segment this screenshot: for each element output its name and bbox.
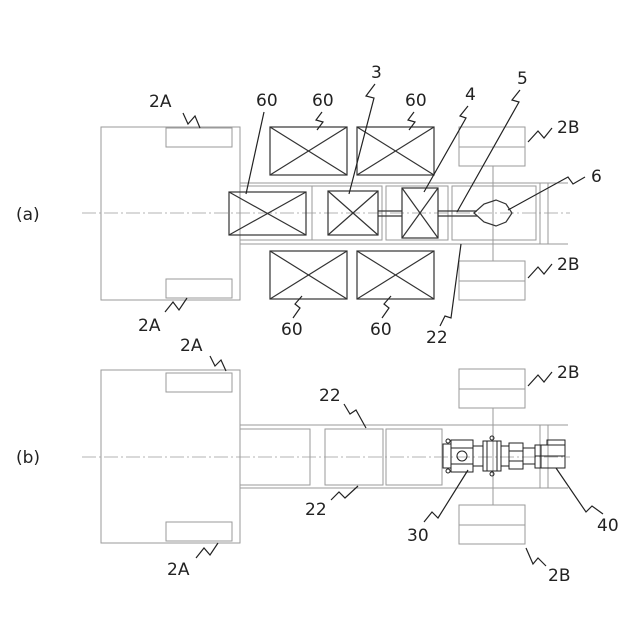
svg-text:6: 6 xyxy=(591,167,602,187)
ref-2a-bottom: 2A xyxy=(138,298,187,336)
svg-text:60: 60 xyxy=(281,320,303,340)
battery-box-top-2 xyxy=(357,127,434,175)
ref-60-1: 60 xyxy=(246,91,278,194)
ref-60-2: 60 xyxy=(312,91,334,130)
svg-text:5: 5 xyxy=(517,69,528,89)
svg-text:40: 40 xyxy=(597,516,619,536)
ref-2b-bottom: 2B xyxy=(528,255,579,278)
ref-4: 4 xyxy=(424,85,476,192)
svg-text:60: 60 xyxy=(405,91,427,111)
panel-b: (b) xyxy=(16,336,619,586)
cab-outline xyxy=(101,370,240,543)
ref-6: 6 xyxy=(508,167,602,210)
svg-text:2B: 2B xyxy=(557,255,579,275)
panel-a: (a) xyxy=(16,63,602,348)
ref-3: 3 xyxy=(349,63,382,194)
ref-22: 22 xyxy=(426,244,461,348)
svg-text:60: 60 xyxy=(312,91,334,111)
battery-box-front xyxy=(229,192,306,235)
ref-2b-top: 2B xyxy=(528,363,579,386)
ref-60-3: 60 xyxy=(405,91,427,130)
svg-text:2B: 2B xyxy=(557,363,579,383)
svg-text:2A: 2A xyxy=(138,316,161,336)
ref-2a-bottom: 2A xyxy=(167,543,218,580)
svg-text:60: 60 xyxy=(370,320,392,340)
cab-outline xyxy=(101,127,240,300)
ref-22-bottom: 22 xyxy=(305,486,358,520)
svg-text:2B: 2B xyxy=(557,118,579,138)
panel-b-tag: (b) xyxy=(16,448,40,468)
ref-2a-top: 2A xyxy=(149,92,200,128)
ref-22-top: 22 xyxy=(319,386,366,428)
front-wheel-bottom xyxy=(166,279,232,298)
svg-text:30: 30 xyxy=(407,526,429,546)
ref-60-5: 60 xyxy=(370,296,392,340)
svg-text:22: 22 xyxy=(426,328,448,348)
drive-unit-30 xyxy=(443,436,535,476)
svg-text:22: 22 xyxy=(319,386,341,406)
panel-a-tag: (a) xyxy=(16,205,40,225)
battery-box-bottom-2 xyxy=(357,251,434,299)
svg-text:2A: 2A xyxy=(167,560,190,580)
ref-60-4: 60 xyxy=(281,296,303,340)
battery-box-bottom-1 xyxy=(270,251,347,299)
svg-text:60: 60 xyxy=(256,91,278,111)
front-wheel-bottom xyxy=(166,522,232,541)
svg-text:4: 4 xyxy=(465,85,476,105)
svg-text:2A: 2A xyxy=(149,92,172,112)
ref-2b-top: 2B xyxy=(528,118,579,142)
ref-2a-top: 2A xyxy=(180,336,226,371)
svg-text:2A: 2A xyxy=(180,336,203,356)
ref-2b-bottom: 2B xyxy=(526,548,570,586)
svg-text:3: 3 xyxy=(371,63,382,83)
battery-box-top-1 xyxy=(270,127,347,175)
svg-text:2B: 2B xyxy=(548,566,570,586)
svg-text:22: 22 xyxy=(305,500,327,520)
front-wheel-top xyxy=(166,373,232,392)
front-wheel-top xyxy=(166,128,232,147)
ref-40: 40 xyxy=(556,468,619,536)
